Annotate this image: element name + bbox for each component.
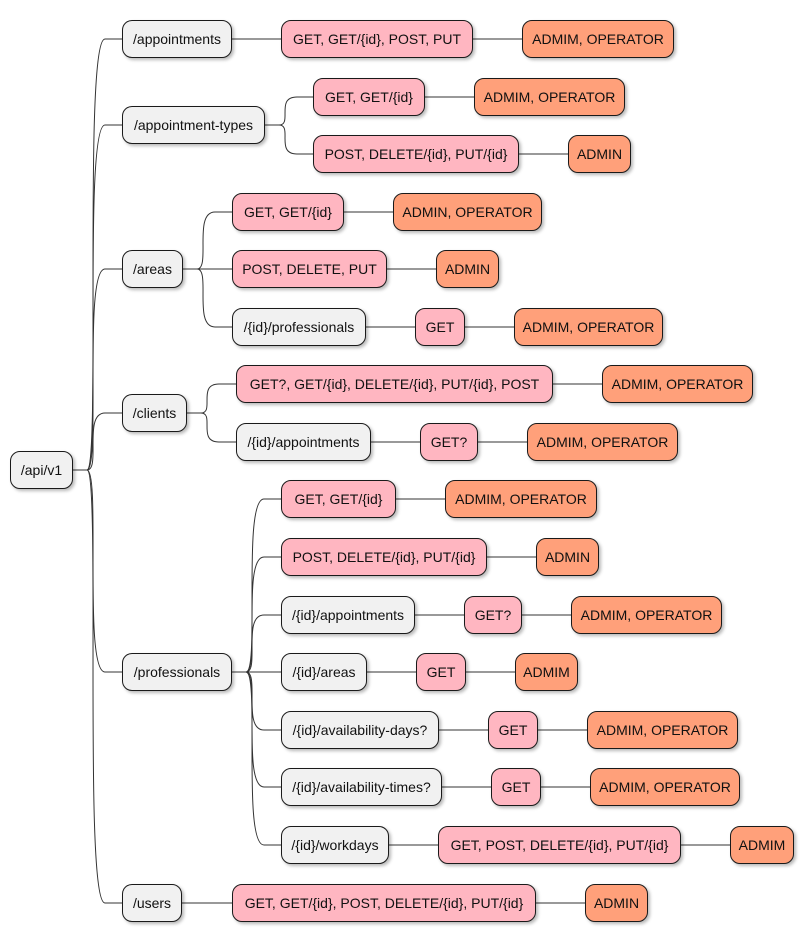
roles-areas-m1-r: ADMIN, OPERATOR (393, 193, 542, 231)
methods-prof-m2: POST, DELETE/{id}, PUT/{id} (281, 538, 487, 576)
methods-prof-ad-m: GET (488, 711, 538, 749)
edge-root-to-clients (73, 412, 122, 471)
endpoint-users: /users (122, 884, 182, 922)
edge-appt-types-to-appt-types-m2 (265, 124, 313, 155)
endpoint-areas-p: /{id}/professionals (232, 308, 366, 346)
roles-prof-ad-m-r: ADMIM, OPERATOR (587, 711, 738, 749)
edge-areas-to-areas-m1 (183, 211, 232, 270)
methods-clients-m1: GET?, GET/{id}, DELETE/{id}, PUT/{id}, P… (236, 365, 553, 403)
roles-users-m-r: ADMIN (585, 884, 648, 922)
roles-appointments-m1-r: ADMIM, OPERATOR (522, 20, 674, 58)
methods-prof-wd-m: GET, POST, DELETE/{id}, PUT/{id} (438, 826, 681, 864)
roles-prof-at-m-r: ADMIM, OPERATOR (590, 768, 740, 806)
roles-prof-areas-m-r: ADMIM (515, 653, 578, 691)
roles-clients-a-m-r: ADMIM, OPERATOR (527, 423, 678, 461)
methods-prof-m1: GET, GET/{id} (281, 480, 396, 518)
methods-prof-at-m: GET (491, 768, 541, 806)
edge-areas-to-areas-p (183, 268, 232, 328)
endpoint-root: /api/v1 (10, 451, 73, 489)
edge-root-to-areas (73, 268, 122, 471)
edge-prof-to-prof-wd (232, 671, 281, 846)
endpoint-areas: /areas (122, 250, 183, 288)
roles-areas-m2-r: ADMIN (436, 250, 499, 288)
methods-clients-a-m: GET? (420, 423, 478, 461)
edge-prof-to-prof-appt (232, 614, 281, 673)
roles-clients-m1-r: ADMIM, OPERATOR (602, 365, 753, 403)
edge-prof-to-prof-m2 (232, 556, 281, 673)
endpoint-prof-areas: /{id}/areas (281, 653, 367, 691)
endpoint-prof-appt: /{id}/appointments (281, 596, 415, 634)
roles-appt-types-m2-r: ADMIN (568, 135, 631, 173)
methods-appt-types-m2: POST, DELETE/{id}, PUT/{id} (313, 135, 519, 173)
methods-areas-m2: POST, DELETE, PUT (232, 250, 387, 288)
endpoint-appointments: /appointments (122, 20, 232, 58)
endpoint-prof-at: /{id}/availability-times? (281, 768, 442, 806)
methods-appt-types-m1: GET, GET/{id} (313, 78, 425, 116)
edge-prof-to-prof-m1 (232, 498, 281, 673)
methods-prof-areas-m: GET (416, 653, 466, 691)
roles-prof-m1-r: ADMIM, OPERATOR (445, 480, 597, 518)
endpoint-clients: /clients (122, 394, 187, 432)
edge-root-to-users (73, 469, 122, 904)
roles-prof-m2-r: ADMIN (536, 538, 599, 576)
endpoint-prof: /professionals (122, 653, 232, 691)
roles-prof-wd-m-r: ADMIM (730, 826, 794, 864)
methods-areas-p-m: GET (415, 308, 465, 346)
methods-prof-appt-m: GET? (464, 596, 522, 634)
endpoint-clients-a: /{id}/appointments (236, 423, 371, 461)
methods-appointments-m1: GET, GET/{id}, POST, PUT (281, 20, 473, 58)
methods-users-m: GET, GET/{id}, POST, DELETE/{id}, PUT/{i… (232, 884, 536, 922)
endpoint-prof-wd: /{id}/workdays (281, 826, 389, 864)
edge-clients-to-clients-a (187, 412, 236, 443)
endpoint-appt-types: /appointment-types (122, 106, 265, 144)
roles-appt-types-m1-r: ADMIM, OPERATOR (474, 78, 625, 116)
endpoint-prof-ad: /{id}/availability-days? (281, 711, 439, 749)
roles-areas-p-m-r: ADMIM, OPERATOR (514, 308, 663, 346)
edge-root-to-appt-types (73, 124, 122, 471)
methods-areas-m1: GET, GET/{id} (232, 193, 344, 231)
roles-prof-appt-m-r: ADMIM, OPERATOR (571, 596, 722, 634)
